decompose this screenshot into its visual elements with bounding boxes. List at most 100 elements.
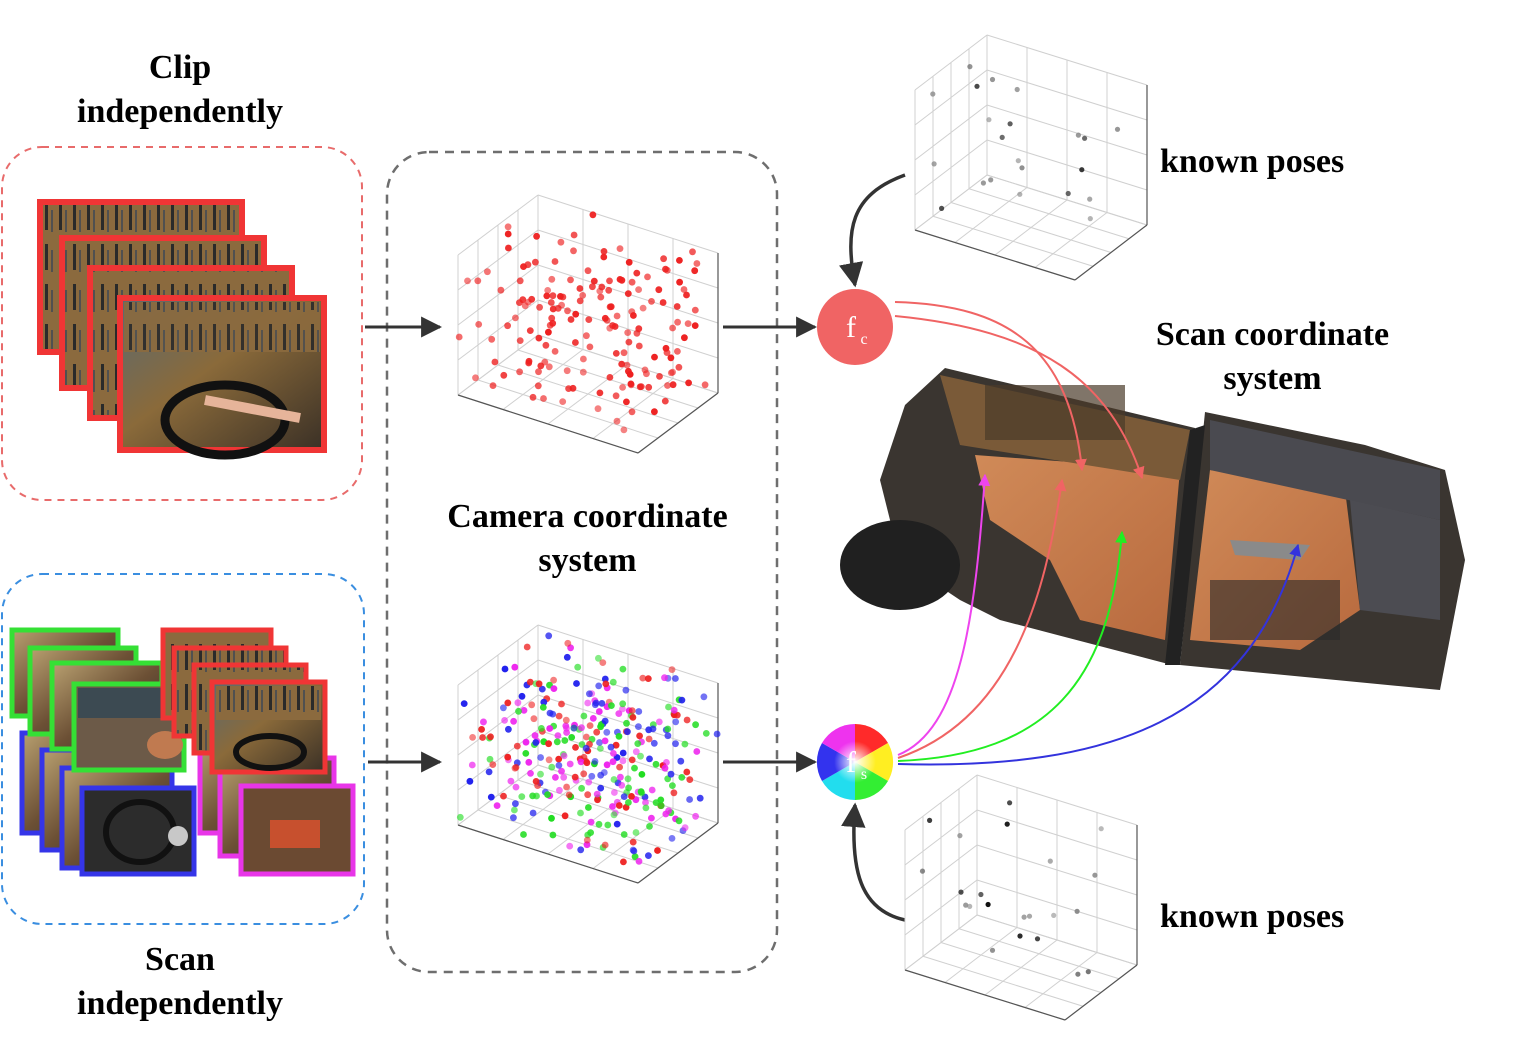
plot-point [600, 248, 608, 255]
plot-point [683, 768, 691, 776]
video-frame-icon [117, 295, 327, 460]
plot-point [478, 726, 485, 733]
video-frame-icon [160, 627, 328, 775]
plot-point [652, 799, 660, 806]
plot-point [500, 792, 507, 800]
plot-point [563, 653, 571, 661]
plot-point [600, 769, 608, 776]
camera-group-box [385, 150, 779, 974]
plot-point [625, 258, 633, 266]
plot-grid-line [637, 822, 719, 884]
plot-point [489, 761, 497, 768]
plot-point [579, 292, 587, 299]
plot-point [558, 767, 565, 775]
plot-point [511, 806, 518, 814]
plot-point [1092, 872, 1098, 878]
plot-point [548, 814, 555, 822]
plot-point [563, 783, 570, 791]
plot-point [512, 314, 519, 322]
plot-point [598, 700, 606, 707]
plot-point [628, 308, 636, 315]
plot-grid-line [497, 794, 679, 854]
plot-point [664, 732, 672, 740]
plot-point [522, 750, 530, 757]
plot-point [713, 730, 721, 738]
plot-grid-line [904, 844, 978, 901]
scan-label-line1: Scan [145, 941, 215, 978]
plot-point [607, 743, 615, 751]
scan-group-box [1, 573, 365, 925]
plot-point [633, 269, 641, 277]
plot-point [512, 764, 520, 771]
plot-grid-line [1064, 964, 1138, 1021]
plot-point [491, 358, 499, 366]
plot-point [648, 786, 656, 794]
plot-grid-line [976, 844, 1138, 896]
plot-grid-line [914, 69, 988, 126]
plot-point [700, 693, 708, 701]
plot-point [579, 368, 587, 376]
plot-point [1098, 826, 1104, 832]
plot-point [667, 354, 675, 362]
plot-point [1051, 912, 1057, 919]
plot-point [613, 312, 621, 320]
plot-point [583, 733, 590, 741]
plot-point [540, 698, 548, 706]
plot-point [531, 732, 539, 739]
plot-point [1087, 196, 1093, 202]
plot-grid-line [986, 69, 1148, 121]
plot-point [595, 654, 602, 662]
plot-point [610, 750, 617, 757]
plot-point [624, 329, 632, 336]
plot-point [615, 710, 623, 717]
plot-point [636, 732, 643, 740]
plot-point [606, 277, 613, 285]
fc-node-label: f [846, 311, 856, 344]
plot-point [505, 725, 512, 733]
scatter-3d-icon [456, 624, 721, 884]
plot-point [617, 773, 624, 781]
plot-point [931, 161, 937, 167]
plot-point [559, 293, 567, 301]
scatter-3d-icon [904, 774, 1138, 1021]
plot-point [550, 685, 558, 692]
plot-point [510, 814, 517, 822]
plot-point [475, 321, 483, 328]
plot-point [665, 703, 672, 711]
plot-point [628, 793, 635, 800]
plot-point [675, 363, 683, 371]
plot-point [674, 348, 681, 355]
plot-grid-line [497, 364, 679, 424]
plot-point [526, 327, 534, 334]
plot-point [474, 277, 482, 285]
plot-point [662, 265, 669, 273]
plot-point [456, 813, 464, 821]
plot-point [655, 718, 663, 726]
plot-point [516, 299, 523, 306]
plot-point [589, 283, 596, 291]
plot-point [670, 706, 678, 714]
fs-node-subscript: s [861, 766, 867, 783]
plot-point [677, 757, 685, 765]
plot-grid-line [457, 264, 539, 326]
plot-point [691, 306, 699, 314]
scatter-3d-icon [455, 194, 719, 454]
plot-point [537, 770, 544, 778]
plot-point [525, 758, 533, 766]
plot-point [641, 366, 649, 374]
plot-point [596, 739, 603, 746]
plot-point [1004, 821, 1010, 827]
plot-point [644, 273, 651, 281]
plot-point [524, 261, 532, 269]
plot-point [639, 674, 647, 682]
plot-grid-line [940, 942, 1102, 993]
plot-point [676, 257, 683, 264]
plot-point [1047, 858, 1053, 864]
plot-point [635, 708, 643, 715]
plot-point [546, 709, 554, 717]
scene-mesh-icon [840, 368, 1465, 690]
plot-point [612, 741, 620, 749]
plot-point [628, 756, 636, 764]
plot-grid-line [950, 202, 1112, 253]
plot-point [583, 759, 591, 767]
